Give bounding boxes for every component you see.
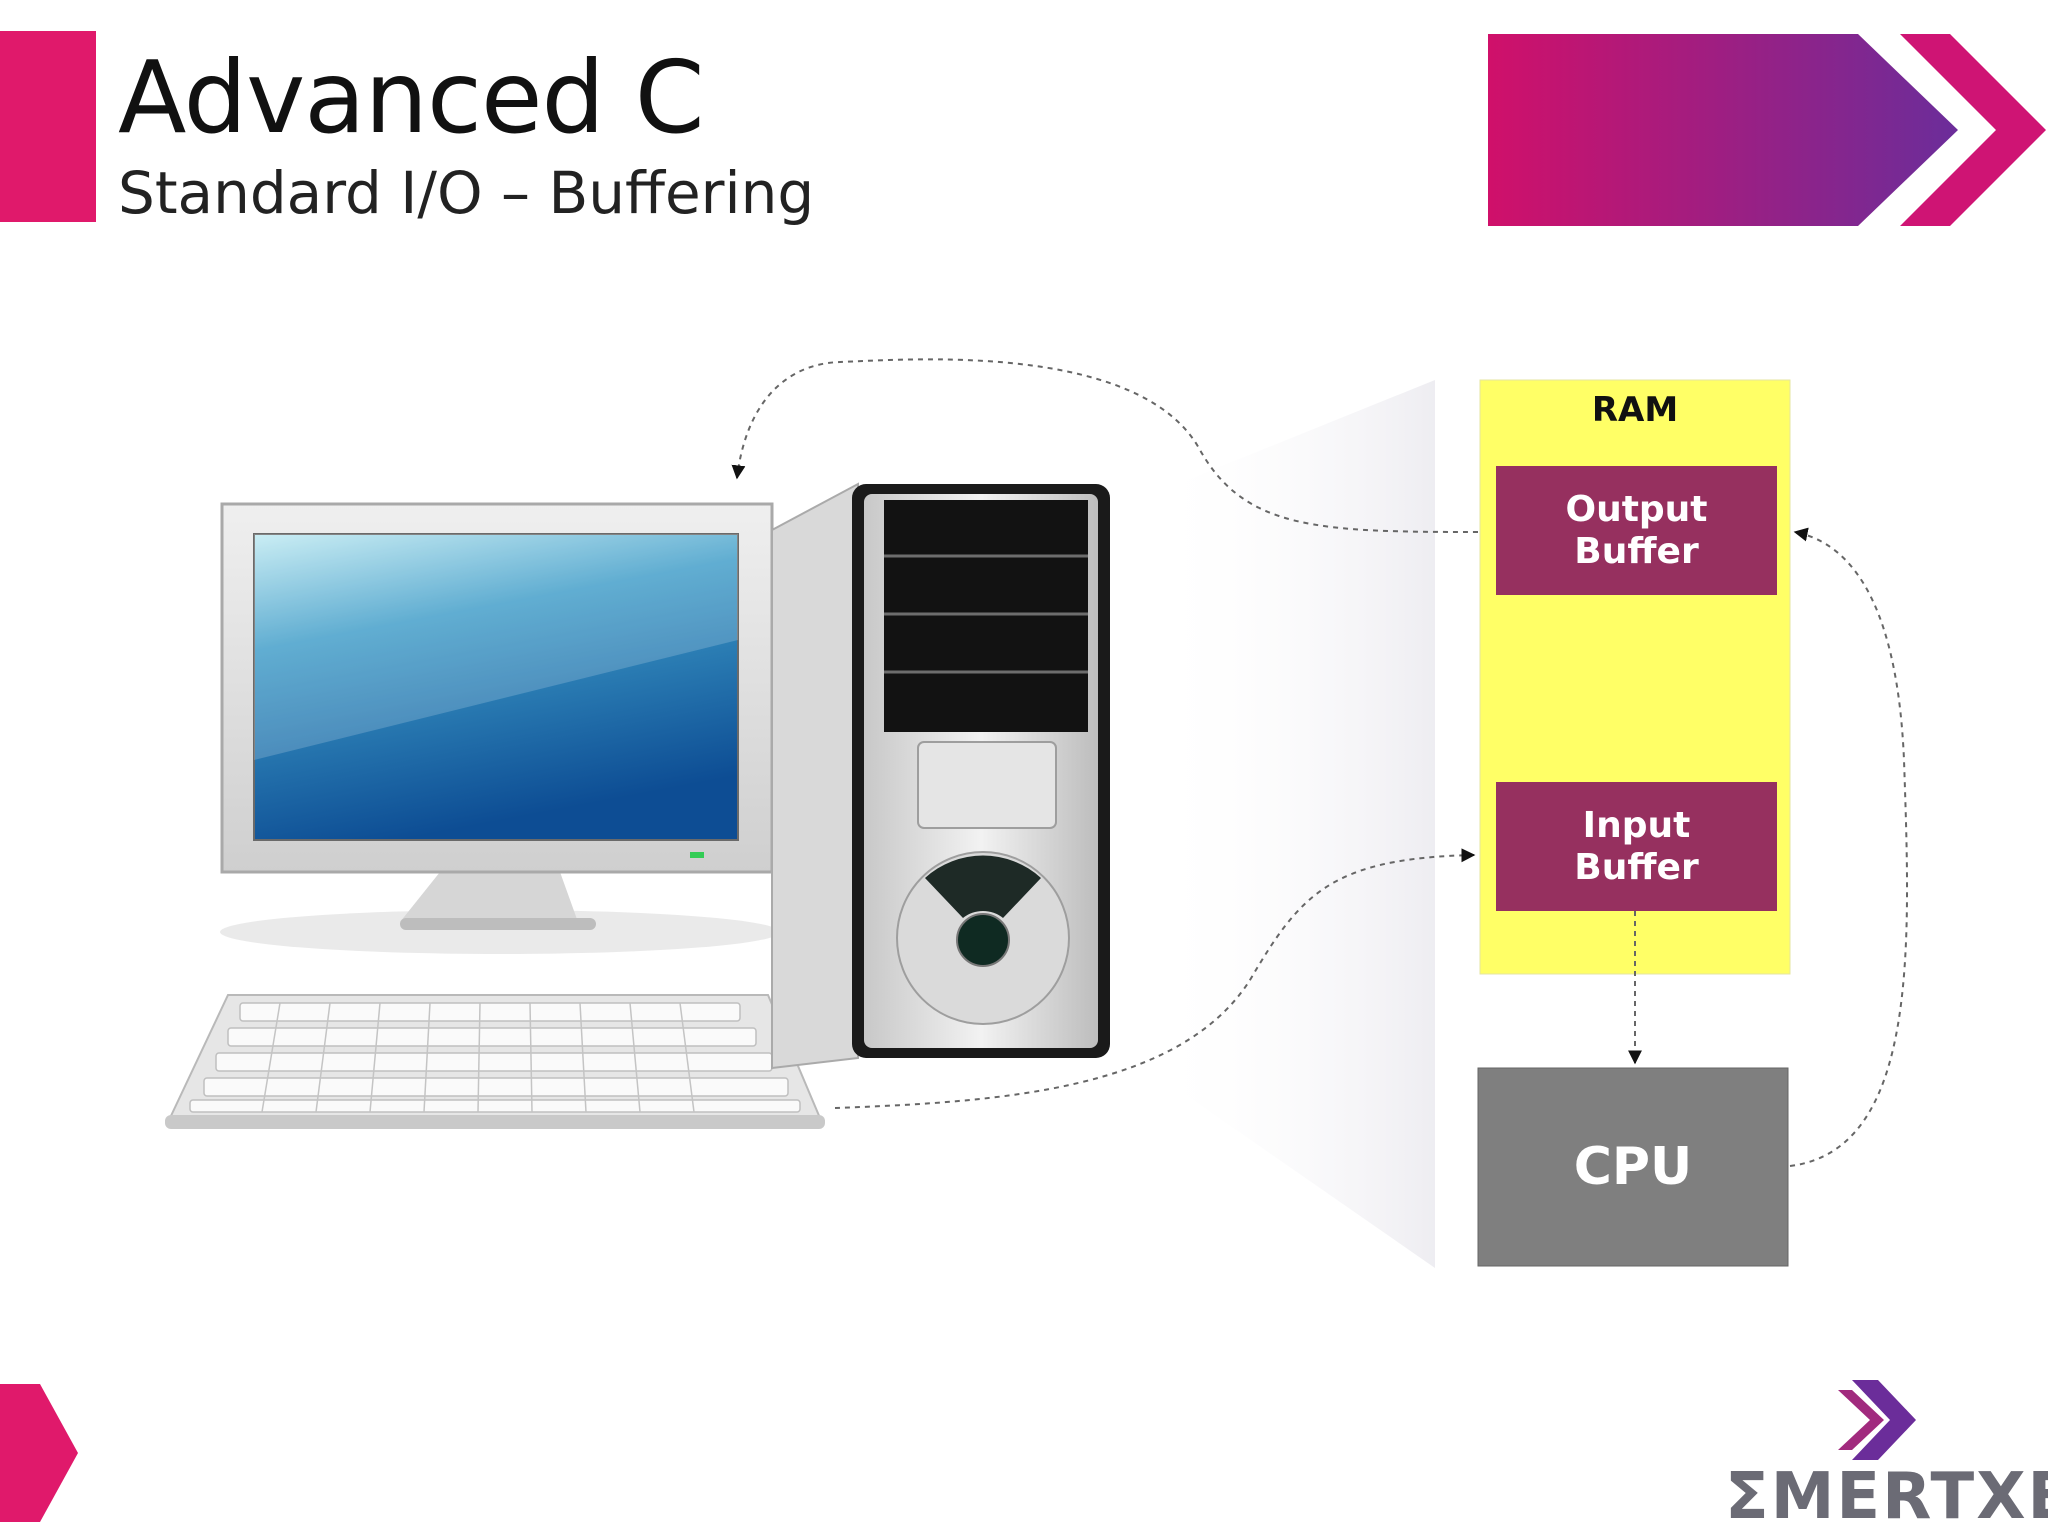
emertxe-logo-text: ΣMERTXE <box>1725 1460 2048 1534</box>
title-accent-bar <box>0 31 96 222</box>
ram-label: RAM <box>1591 390 1679 430</box>
output-buffer-label: Output Buffer <box>1565 488 1708 572</box>
monitor-icon <box>220 502 780 954</box>
arrow-keyboard-to-input <box>834 848 1476 1109</box>
zoom-projection <box>1150 380 1435 1268</box>
output-buffer-block <box>1496 466 1777 595</box>
input-buffer-block <box>1496 782 1777 911</box>
emertxe-logo-icon <box>1838 1380 1916 1460</box>
keyboard-icon <box>165 994 825 1129</box>
slide-title: Advanced C <box>118 39 705 156</box>
brand-banner <box>1488 34 2046 226</box>
bottom-left-chevron <box>0 1384 78 1522</box>
cpu-block <box>1477 1067 1789 1267</box>
slide-subtitle: Standard I/O – Buffering <box>118 159 815 227</box>
arrow-output-to-monitor <box>731 358 1479 533</box>
input-buffer-label: Input Buffer <box>1574 804 1699 888</box>
computer-tower-icon <box>771 482 1110 1070</box>
cpu-label: CPU <box>1573 1137 1693 1197</box>
arrow-cpu-to-output <box>1789 527 1909 1167</box>
